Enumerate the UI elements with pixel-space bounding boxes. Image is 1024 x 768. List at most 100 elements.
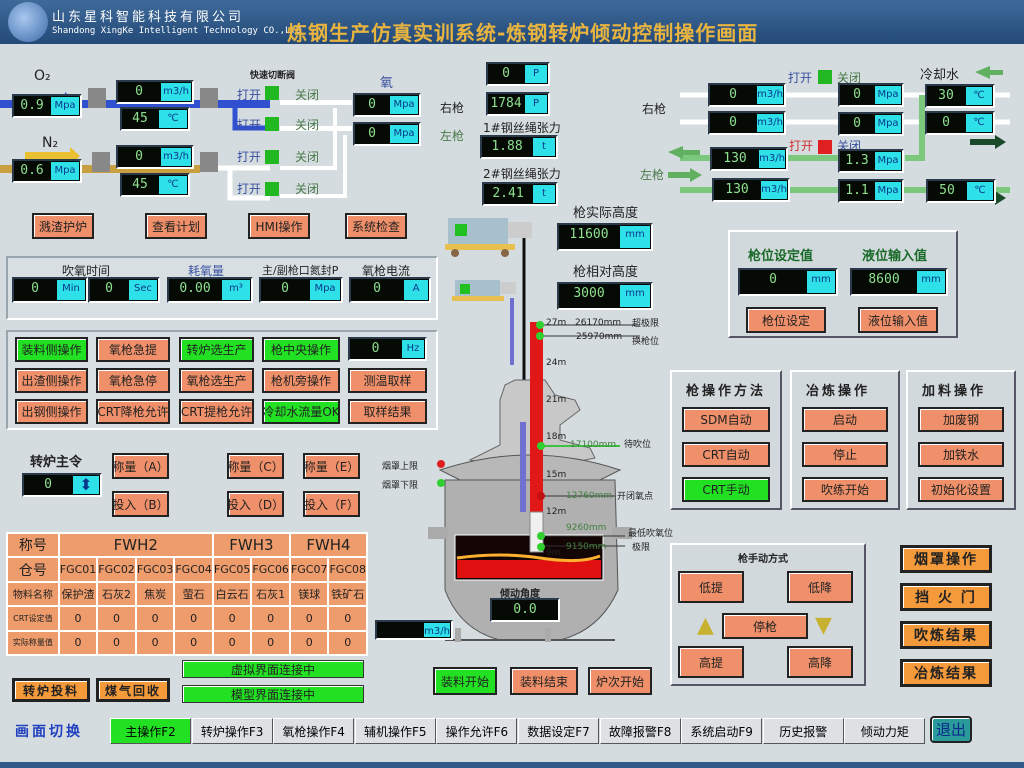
op-button-1-3[interactable]: 枪机旁操作: [262, 368, 340, 393]
weigh-button-4[interactable]: 称量（E）: [303, 453, 360, 479]
op-button-2-1[interactable]: CRT降枪允许: [96, 399, 170, 424]
tab-4[interactable]: 操作允许F6: [436, 718, 518, 744]
blow-time-min-value: 0: [31, 281, 39, 296]
tab-6[interactable]: 故障报警F8: [599, 718, 681, 744]
tab-8[interactable]: 历史报警: [762, 718, 844, 744]
low-raise-button[interactable]: 低提: [678, 571, 744, 603]
valve-close-label-3[interactable]: 关闭: [295, 150, 320, 164]
smelt-button-1[interactable]: 停止: [802, 442, 888, 467]
op-button-2-3[interactable]: 冷却水流量OK: [262, 399, 340, 424]
high-lower-button[interactable]: 高降: [787, 646, 853, 678]
relative-height-display-unit: mm: [620, 285, 650, 307]
weigh-button-5[interactable]: 投入（F）: [303, 491, 360, 517]
valve-open-label-3[interactable]: 打开: [237, 150, 262, 164]
screen-switch-label: 画面切换: [15, 724, 83, 740]
o2-temp-display-value: 45: [132, 111, 148, 126]
op-button-2-4[interactable]: 取样结果: [348, 399, 427, 424]
high-raise-button[interactable]: 高提: [678, 646, 744, 678]
op-button-1-0[interactable]: 出渣侧操作: [15, 368, 88, 393]
low-lower-button[interactable]: 低降: [787, 571, 853, 603]
valve-close-label-2[interactable]: 关闭: [295, 118, 320, 132]
valve-open-label-4[interactable]: 打开: [237, 182, 262, 196]
oxygen-use-display-unit: m³: [222, 280, 250, 300]
valve-close-label-4[interactable]: 关闭: [295, 182, 320, 196]
op-button-2-2[interactable]: CRT提枪允许: [179, 399, 254, 424]
lance-set-button[interactable]: 枪位设定: [746, 307, 826, 333]
bottom-flow-display-value: [377, 622, 423, 638]
op-button-1-1[interactable]: 氧枪急停: [96, 368, 170, 393]
op-button-0-3[interactable]: 枪中央操作: [262, 337, 340, 362]
op-button-1-2[interactable]: 氧枪选生产: [179, 368, 254, 393]
o2-label: O₂: [34, 68, 51, 84]
scale-label-over: 超极限: [632, 319, 660, 329]
right-button-2[interactable]: 吹炼结果: [900, 621, 992, 649]
cooling-left-lance-label: 左枪: [640, 168, 665, 182]
blow-time-min-unit: Min: [57, 280, 85, 300]
method-button-1[interactable]: CRT自动: [682, 442, 770, 467]
weigh-button-2[interactable]: 称量（C）: [227, 453, 284, 479]
smelt-button-2[interactable]: 吹练开始: [802, 477, 888, 502]
cooling-r2-flow-unit: m3/h: [757, 114, 783, 132]
gas-recovery-button[interactable]: 煤气回收: [96, 678, 170, 702]
valve-open-label-2[interactable]: 打开: [237, 118, 262, 132]
converter-feed-button[interactable]: 转炉投料: [12, 678, 90, 702]
charge-start-button[interactable]: 装料开始: [433, 667, 497, 695]
exit-button[interactable]: 退出: [930, 716, 972, 743]
top-button-2[interactable]: 查看计划: [145, 213, 207, 239]
op-button-0-1[interactable]: 氧枪急提: [96, 337, 170, 362]
table-cell: FGC04: [173, 556, 214, 583]
right-button-3[interactable]: 冶炼结果: [900, 659, 992, 687]
tab-7[interactable]: 系统启动F9: [681, 718, 763, 744]
feed-button-1[interactable]: 加铁水: [918, 442, 1004, 467]
feed-title: 加料操作: [922, 384, 987, 399]
weigh-button-3[interactable]: 投入（D）: [227, 491, 284, 517]
oxygen-use-label: 耗氧量: [188, 264, 225, 278]
up-arrow-icon: ▲: [697, 613, 714, 638]
weigh-button-1[interactable]: 投入（B）: [112, 491, 169, 517]
master-command-input[interactable]: 0⬍: [22, 473, 102, 497]
tab-0[interactable]: 主操作F2: [110, 718, 191, 744]
op-button-2-0[interactable]: 出钢侧操作: [15, 399, 88, 424]
tab-1[interactable]: 转炉操作F3: [191, 718, 273, 744]
op-button-1-4[interactable]: 测温取样: [348, 368, 427, 393]
feed-button-0[interactable]: 加废钢: [918, 407, 1004, 432]
op-button-0-0[interactable]: 装料侧操作: [15, 337, 88, 362]
table-cell: 白云石: [211, 580, 253, 608]
n2-pressure-display-unit: Mpa: [51, 162, 79, 180]
cooling-l1-flow-value: 130: [723, 151, 747, 166]
weigh-button-0[interactable]: 称量（A）: [112, 453, 169, 479]
right-button-0[interactable]: 烟罩操作: [900, 545, 992, 573]
top-button-4[interactable]: 系统检查: [345, 213, 407, 239]
tab-5[interactable]: 数据设定F7: [518, 718, 599, 744]
stop-lance-button[interactable]: 停枪: [722, 613, 808, 639]
tab-9[interactable]: 倾动力矩: [844, 718, 926, 744]
cooling-r1-pressure-unit: Mpa: [875, 86, 901, 104]
heat-start-button[interactable]: 炉次开始: [588, 667, 652, 695]
valve-close-label-1[interactable]: 关闭: [295, 88, 320, 102]
smelt-button-0[interactable]: 启动: [802, 407, 888, 432]
top-button-1[interactable]: 溅渣护炉: [32, 213, 94, 239]
method-button-2[interactable]: CRT手动: [682, 477, 770, 502]
feed-button-2[interactable]: 初始化设置: [918, 477, 1004, 502]
bottom-flow-display: m3/h: [375, 620, 453, 640]
top-button-3[interactable]: HMI操作: [248, 213, 310, 239]
right-button-1[interactable]: 挡 火 门: [900, 583, 992, 611]
scale-label-v25970: 25970mm: [576, 332, 623, 342]
cooling-r2-temp: 0℃: [925, 111, 995, 135]
level-input-button[interactable]: 液位输入值: [858, 307, 938, 333]
spinner-icon: ⬍: [73, 476, 99, 494]
charge-end-button[interactable]: 装料结束: [510, 667, 578, 695]
tab-2[interactable]: 氧枪操作F4: [273, 718, 355, 744]
o2-flow-display-unit: m3/h: [161, 83, 191, 101]
method-button-0[interactable]: SDM自动: [682, 407, 770, 432]
tab-3[interactable]: 辅机操作F5: [354, 718, 436, 744]
op-button-0-2[interactable]: 转炉选生产: [179, 337, 254, 362]
valve-open-label-1[interactable]: 打开: [237, 88, 262, 102]
